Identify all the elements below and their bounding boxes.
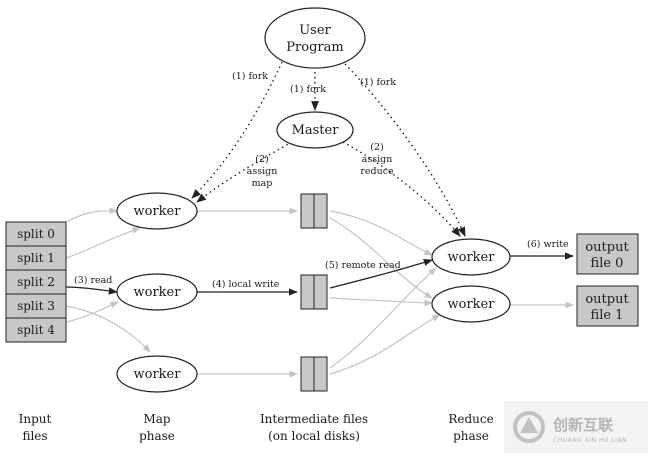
faint-flow-lines xyxy=(65,207,574,378)
control-lines xyxy=(191,61,466,237)
reduce-worker-1: worker xyxy=(431,238,511,276)
output-file-0: output file 0 xyxy=(576,233,639,275)
input-phase-line2: files xyxy=(22,429,47,443)
flow-split4-to-worker2 xyxy=(65,301,119,323)
master-node: Master xyxy=(276,111,354,149)
split-3-label: split 3 xyxy=(17,299,55,313)
intermediate-file-2 xyxy=(300,274,328,310)
input-phase-line1: Input xyxy=(19,412,52,426)
fork-to-map-worker xyxy=(191,61,283,199)
phase-labels: Input files Map phase Intermediate files… xyxy=(19,412,494,443)
watermark-cn-text: 创新互联 xyxy=(552,416,614,434)
assign-map-label-3: map xyxy=(252,178,273,189)
intermediate-file-3 xyxy=(300,356,328,392)
map-phase-line1: Map xyxy=(143,412,170,426)
map-worker-2: worker xyxy=(116,273,198,311)
map-worker-1-label: worker xyxy=(134,204,182,219)
intermediate-phase-line2: (on local disks) xyxy=(268,429,360,443)
reduce-worker-2: worker xyxy=(431,285,511,323)
reduce-worker-2-label: worker xyxy=(448,297,496,312)
read-label: (3) read xyxy=(74,275,112,286)
flow-file3-to-reduce2 xyxy=(329,314,441,375)
output-file-1-line2: file 1 xyxy=(591,308,624,323)
split-4-label: split 4 xyxy=(17,323,55,337)
split-1-label: split 1 xyxy=(17,251,55,265)
user-program-node: User Program xyxy=(264,7,366,69)
flow-split0-to-worker1 xyxy=(65,207,118,223)
fork-left-label: (1) fork xyxy=(232,71,268,82)
highlighted-flow xyxy=(65,252,574,296)
output-file-1: output file 1 xyxy=(576,285,639,327)
reduce-worker-1-label: worker xyxy=(448,250,496,265)
map-worker-1: worker xyxy=(116,192,198,230)
map-worker-2-label: worker xyxy=(134,285,182,300)
intermediate-phase-line1: Intermediate files xyxy=(260,412,368,426)
map-worker-3: worker xyxy=(116,355,198,393)
fork-mid-label: (1) fork xyxy=(290,84,326,95)
assign-reduce-label-1: (2) xyxy=(370,142,383,153)
watermark-en-text: CHUANG XIN HU LIAN xyxy=(553,437,627,444)
assign-reduce-label-3: reduce xyxy=(360,166,394,177)
remote-read-arrow xyxy=(329,258,433,289)
fork-right-label: (1) fork xyxy=(360,77,396,88)
master-label: Master xyxy=(292,123,340,138)
reduce-phase-line2: phase xyxy=(453,429,489,443)
flow-file1-to-reduce1 xyxy=(329,210,433,256)
local-write-label: (4) local write xyxy=(212,279,280,290)
map-worker-3-label: worker xyxy=(134,367,182,382)
output-file-0-line2: file 0 xyxy=(591,256,624,271)
output-file-1-line1: output xyxy=(585,292,629,307)
flow-split3-to-worker3 xyxy=(65,305,151,353)
split-2-label: split 2 xyxy=(17,275,55,289)
watermark-logo-icon xyxy=(513,411,545,443)
flow-file2-to-reduce2 xyxy=(329,297,433,307)
assign-reduce-label-2: assign xyxy=(362,154,393,165)
map-phase-line2: phase xyxy=(139,429,175,443)
assign-map-line xyxy=(196,141,293,203)
assign-map-label-2: assign xyxy=(247,166,278,177)
input-splits: split 0 split 1 split 2 split 3 split 4 xyxy=(5,221,67,343)
intermediate-file-1 xyxy=(300,193,328,229)
read-arrow xyxy=(65,286,118,295)
split-0-label: split 0 xyxy=(17,227,55,241)
assign-reduce-line xyxy=(342,141,461,237)
fork-to-reduce-worker xyxy=(344,63,466,237)
assign-map-label-1: (2) xyxy=(255,154,268,165)
user-program-label-line1: User xyxy=(299,23,331,38)
reduce-phase-line1: Reduce xyxy=(448,412,493,426)
flow-split1-to-worker1 xyxy=(65,227,141,259)
user-program-label-line2: Program xyxy=(286,40,343,55)
output-file-0-line1: output xyxy=(585,240,629,255)
remote-read-label: (5) remote read xyxy=(325,260,401,271)
edge-labels: (1) fork (1) fork (1) fork (2) assign ma… xyxy=(74,71,569,290)
flow-file3-to-reduce1 xyxy=(329,267,437,369)
flow-file1-to-reduce2 xyxy=(329,217,433,299)
write-label: (6) write xyxy=(527,239,569,250)
watermark: 创新互联 CHUANG XIN HU LIAN xyxy=(504,401,648,453)
